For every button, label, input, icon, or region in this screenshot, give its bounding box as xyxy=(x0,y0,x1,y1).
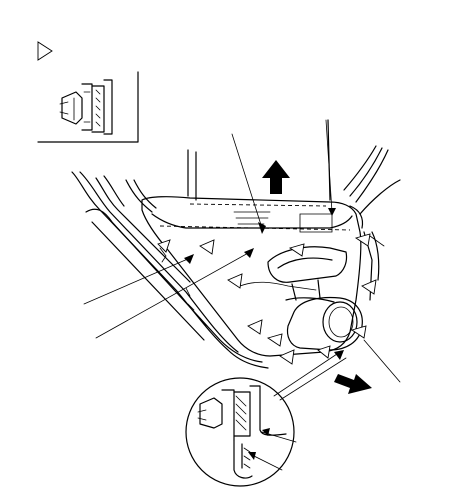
clip-marker xyxy=(199,239,215,255)
open-triangle-icon xyxy=(37,41,53,61)
clip-marker xyxy=(266,333,283,347)
door-trim-panel xyxy=(141,196,364,357)
clip-marker xyxy=(227,273,243,289)
clip-detail-icon xyxy=(59,79,113,135)
clip-detail-inset xyxy=(37,71,139,143)
speaker-grille xyxy=(286,296,363,351)
clip-markers xyxy=(157,233,377,365)
clip-marker xyxy=(354,233,371,247)
clip-marker xyxy=(157,239,171,253)
callout-lines xyxy=(83,119,401,401)
clip-marker xyxy=(279,349,295,365)
clip-marker xyxy=(247,319,263,335)
clip-marker xyxy=(361,279,377,295)
clip-marker xyxy=(350,325,367,339)
door-sash xyxy=(327,119,401,301)
clip-marker xyxy=(317,345,331,359)
solid-diagonal-arrow-icon xyxy=(334,374,372,394)
clip-marker xyxy=(288,243,305,257)
clip-detail-circle xyxy=(185,377,297,487)
solid-up-arrow-icon xyxy=(262,160,290,194)
door-frame xyxy=(71,149,269,369)
